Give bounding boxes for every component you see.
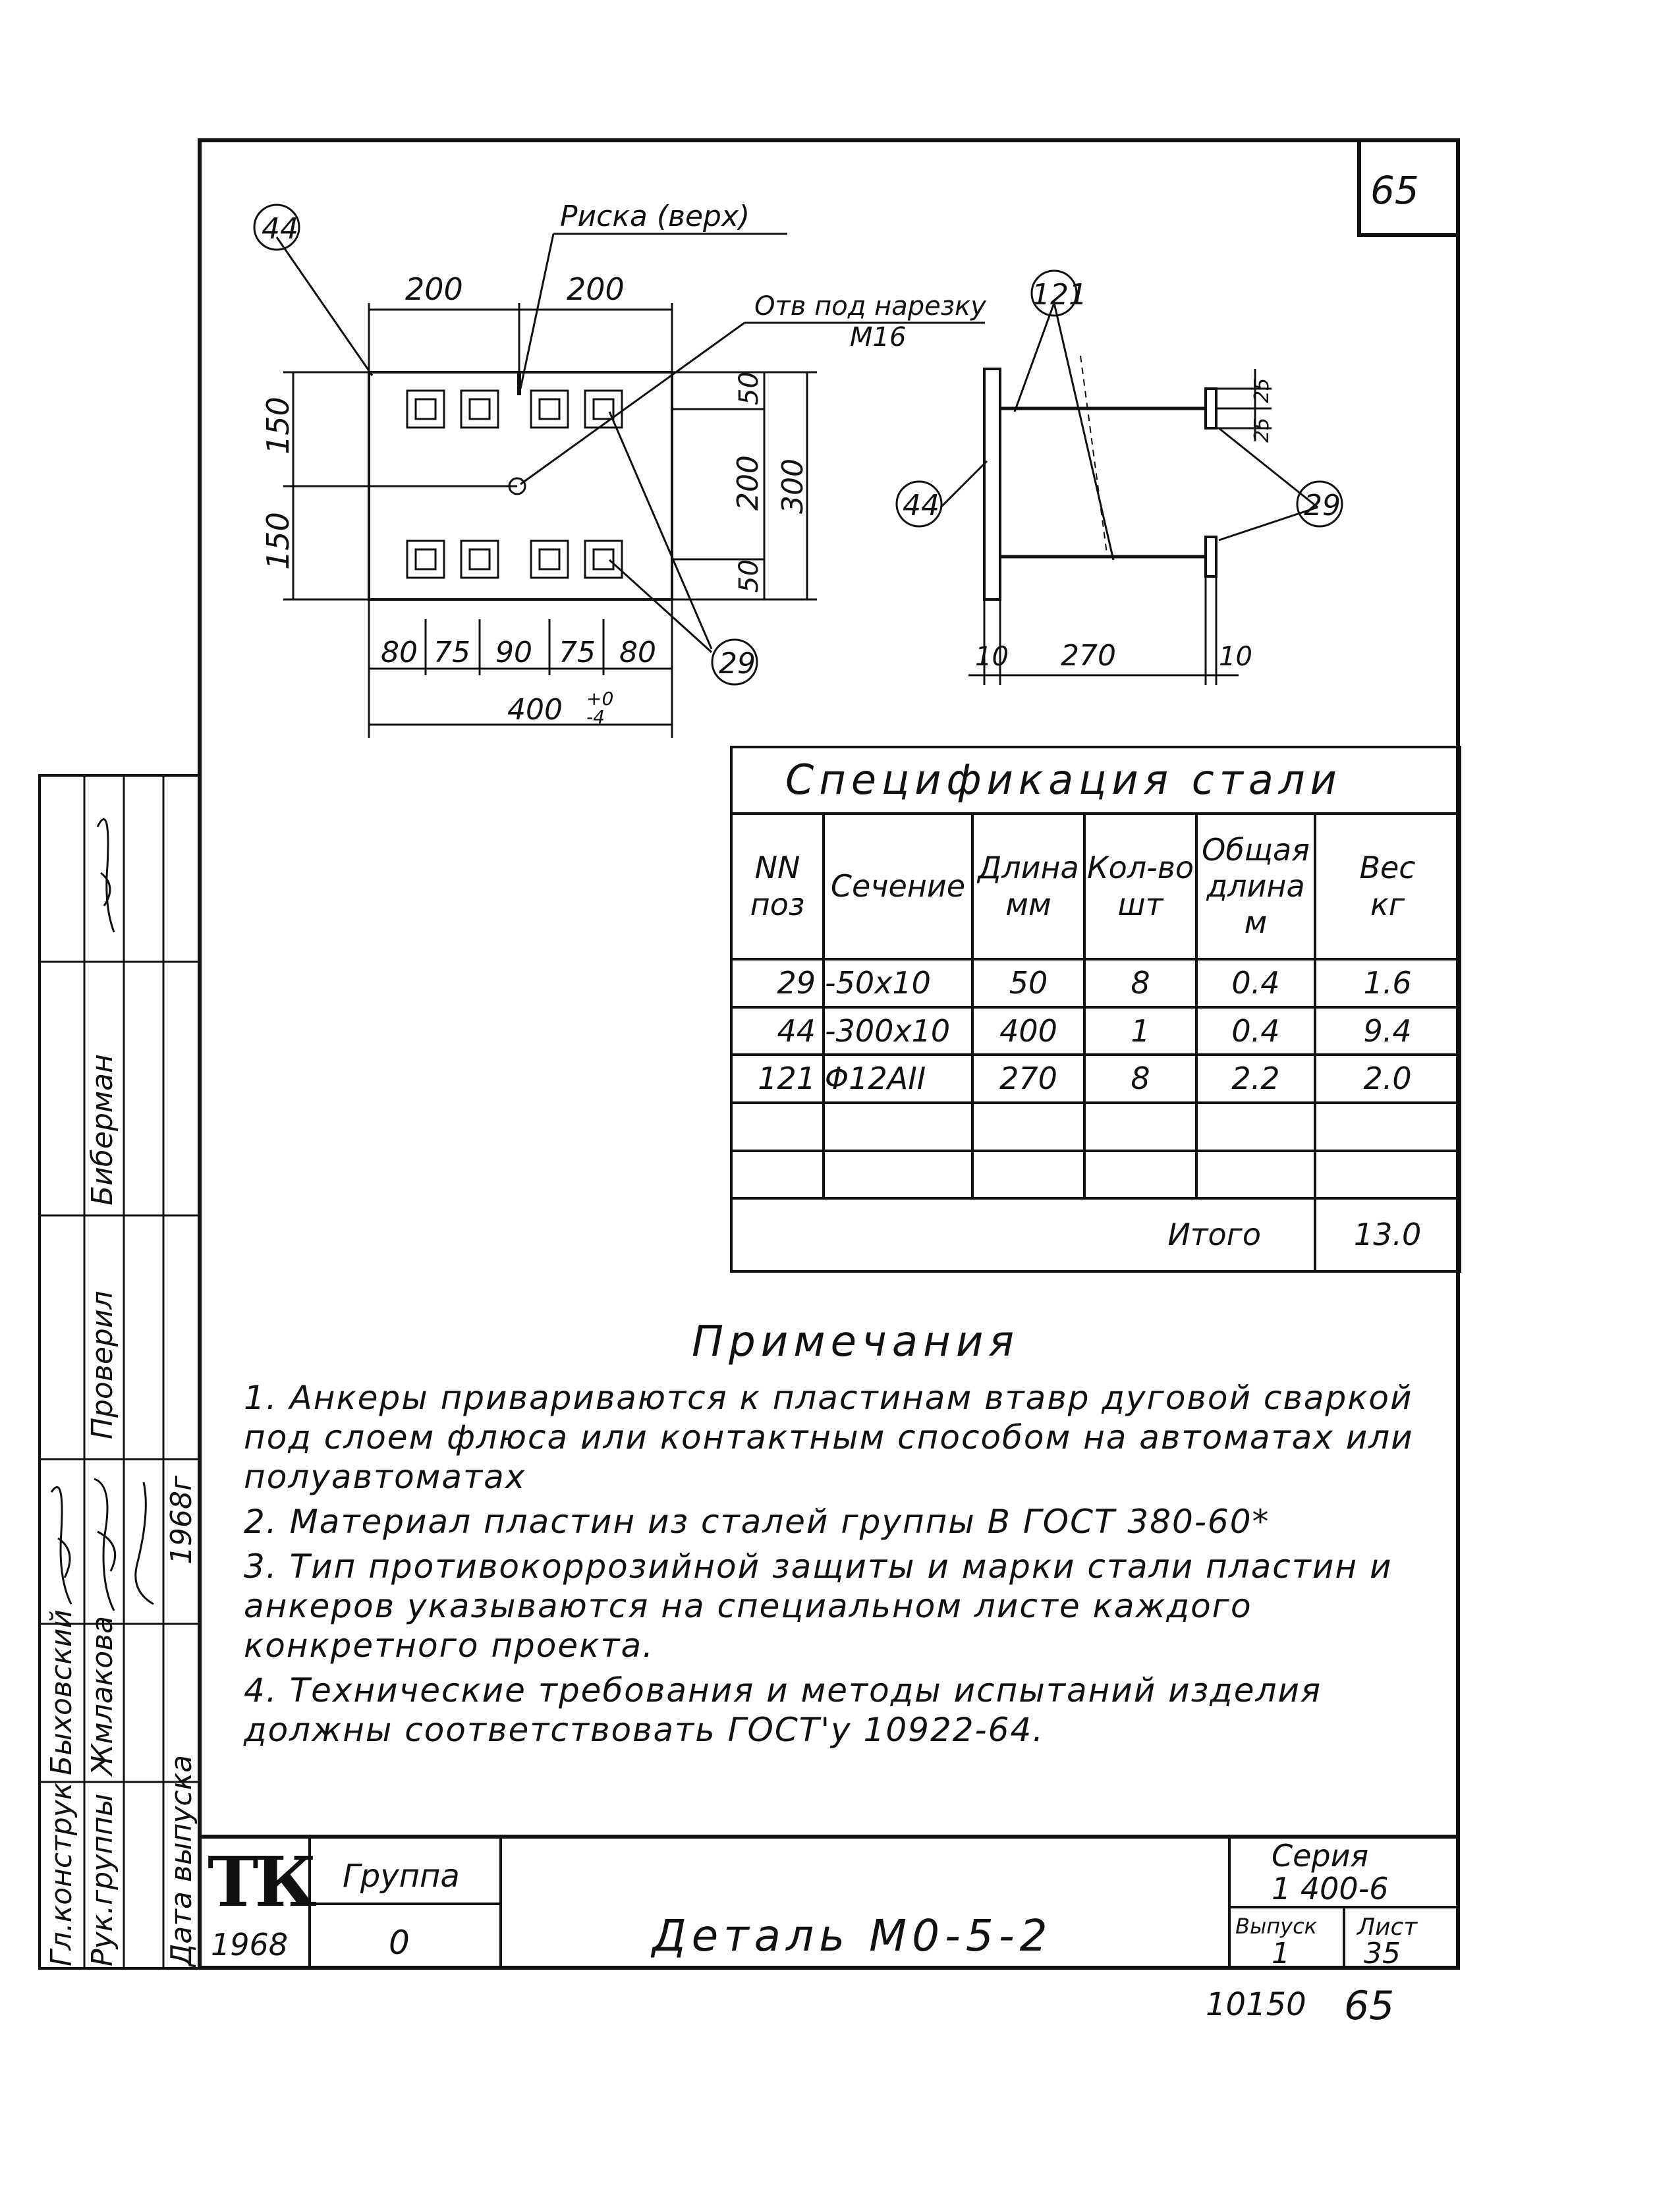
- page-number: 65: [1370, 168, 1419, 213]
- stamp-checked: Проверил: [86, 1291, 119, 1439]
- dim-top-right: 200: [567, 271, 625, 307]
- dim-left-lower: 150: [260, 512, 296, 570]
- hole-thread: M16: [850, 322, 906, 352]
- stamp-name-biberman: Биберман: [86, 1054, 119, 1206]
- dim-bottom-2: 75: [434, 636, 470, 669]
- callout-121-side: [1030, 269, 1078, 317]
- bottom-number-right: 65: [1344, 1983, 1395, 2029]
- callout-29-side-text: 29: [1304, 489, 1341, 522]
- stamp-year: 1968г: [165, 1475, 198, 1565]
- bottom-number-left: 10150: [1206, 1986, 1306, 2023]
- title-block-grid: [308, 1835, 1460, 1970]
- callout-44-plan-text: 44: [262, 212, 298, 246]
- mark-label: Риска (верх): [560, 200, 750, 233]
- note-item-1: 1. Анкеры привариваются к пластинам втав…: [244, 1379, 1414, 1496]
- callout-29-plan-text: 29: [719, 647, 756, 681]
- dim-plate-thk: 10: [975, 642, 1009, 672]
- page-number-box: [1357, 138, 1460, 237]
- dim-end-thk: 10: [1219, 642, 1252, 672]
- notes-title: Примечания: [692, 1318, 1019, 1366]
- dim-right-50-top: 50: [734, 372, 764, 405]
- dim-right-300: 300: [776, 458, 810, 514]
- dim-overall: 400: [507, 693, 563, 727]
- group-label: Группа: [343, 1858, 460, 1895]
- spec-total-row: Итого 13.0: [730, 1197, 1462, 1273]
- dim-right-50-bottom: 50: [734, 559, 764, 593]
- callout-29-side: [1296, 480, 1343, 528]
- note-item-3: 3. Тип противокоррозийной защиты и марки…: [244, 1547, 1393, 1665]
- stamp-name-zhmlakova: Жмлакова: [86, 1615, 119, 1775]
- notes-section: Примечания 1. Анкеры привариваются к пла…: [244, 1318, 1456, 1755]
- dim-bottom-3: 90: [495, 636, 532, 669]
- group-value: 0: [389, 1924, 410, 1962]
- tol-minus: -4: [586, 706, 605, 728]
- stamp-role-chief: Гл.конструк: [45, 1782, 78, 1966]
- dim-bottom-4: 75: [559, 636, 596, 669]
- dim-rod-length: 270: [1061, 639, 1116, 673]
- dim-bottom-5: 80: [619, 636, 656, 669]
- spec-header-section: Сечение: [822, 812, 974, 961]
- title-block: [198, 1835, 1460, 1970]
- title-block-year: 1968: [211, 1927, 289, 1962]
- technical-drawing: 44 29 121 44 29 Риска (верх) Отв под нар…: [253, 200, 1343, 738]
- anchor-row-top: [406, 389, 623, 429]
- stamp-name-bykhovsky: Быховский: [45, 1609, 78, 1775]
- issue-value: 1: [1272, 1937, 1290, 1970]
- dim-right-200: 200: [731, 455, 765, 511]
- side-plate: [983, 368, 1001, 601]
- issue-label: Выпуск: [1235, 1914, 1317, 1939]
- hole-label: Отв под нарезку: [754, 291, 987, 321]
- dim-end-b: 25: [1250, 418, 1274, 443]
- spec-total-value: 13.0: [1313, 1197, 1462, 1273]
- series-label: Серия: [1272, 1838, 1369, 1874]
- callout-44-plan: [253, 204, 300, 251]
- side-stamp: [38, 774, 198, 1970]
- side-stamp-grid: [38, 774, 198, 1970]
- stamp-role-date: Дата выпуска: [165, 1754, 198, 1966]
- series-value: 1 400-6: [1272, 1871, 1389, 1906]
- dim-bottom-1: 80: [381, 636, 418, 669]
- dim-end-a: 25: [1250, 378, 1274, 403]
- note-item-4: 4. Технические требования и методы испыт…: [244, 1671, 1322, 1749]
- sheet-label: Лист: [1357, 1914, 1418, 1941]
- note-item-2: 2. Материал пластин из сталей группы В Г…: [244, 1503, 1270, 1541]
- tk-logo: ТК: [208, 1841, 317, 1922]
- callout-44-side: [895, 480, 943, 528]
- callout-44-side-text: 44: [903, 489, 939, 522]
- table-row: [730, 1149, 1462, 1200]
- tol-plus: +0: [586, 688, 613, 709]
- callout-121-side-text: 121: [1032, 278, 1087, 312]
- table-row: [730, 1101, 1462, 1152]
- stamp-role-group: Рук.группы: [86, 1793, 119, 1967]
- dim-top-left: 200: [405, 271, 463, 307]
- dim-left-upper: 150: [260, 397, 296, 455]
- spec-total-label: Итого: [730, 1197, 1316, 1273]
- callout-29-plan: [711, 638, 758, 686]
- drawing-title: Деталь М0-5-2: [652, 1910, 1053, 1961]
- anchor-row-bottom: [406, 540, 623, 579]
- sheet-value: 35: [1364, 1937, 1401, 1970]
- spec-title: Спецификация стали: [729, 746, 1462, 815]
